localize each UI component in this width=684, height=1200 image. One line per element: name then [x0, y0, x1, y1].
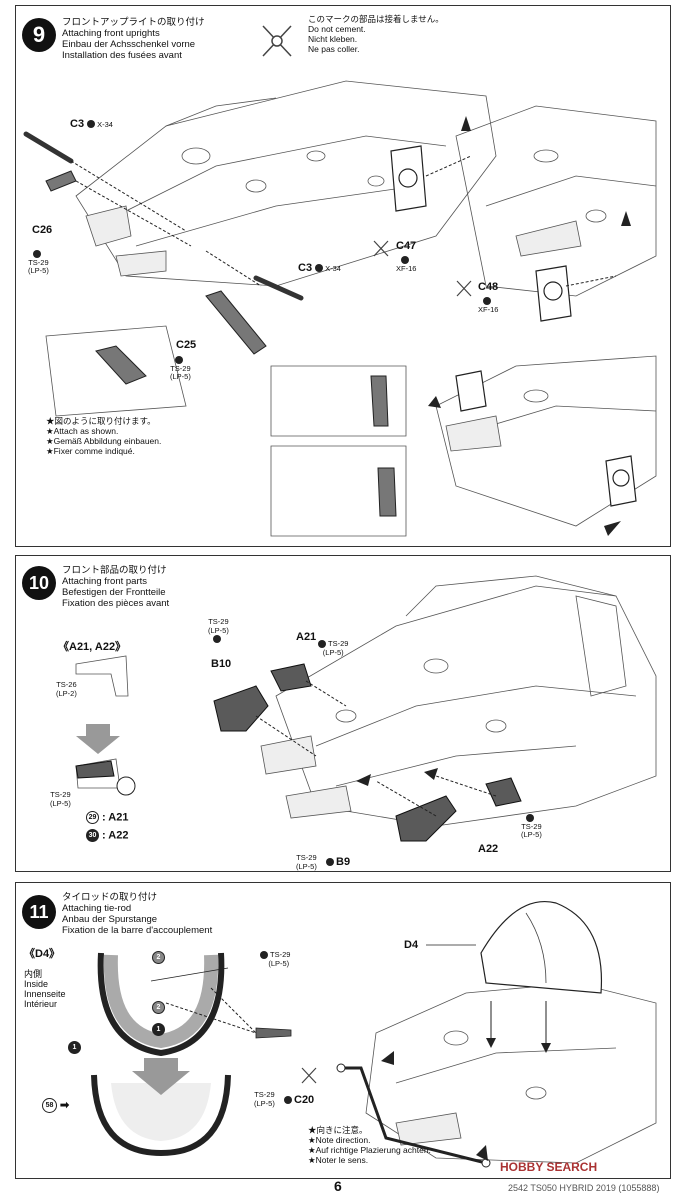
title-de: Einbau der Achsschenkel vorne [62, 39, 196, 50]
paint-c47: XF-16 [396, 256, 416, 273]
step-number: 9 [22, 18, 56, 52]
paint-d4: TS-29 (LP-5) [260, 950, 290, 968]
paint-c48: XF-16 [478, 297, 498, 314]
sub-label: 《A21, A22》 [58, 641, 127, 653]
step-11-panel: 11 タイロッドの取り付け Attaching tie-rod Anbau de… [15, 882, 671, 1179]
part-label-c26: C26 [32, 224, 53, 236]
note-en: ★Attach as shown. [46, 426, 119, 436]
no-cement-en: Do not cement. [308, 24, 366, 34]
paint-a22: TS-29(LP-5) [521, 814, 542, 840]
part-label-b9: B9 [326, 856, 350, 868]
step-title: タイロッドの取り付け Attaching tie-rod Anbau der S… [62, 892, 212, 936]
part-label-d4: D4 [404, 939, 419, 951]
step-10-illustration [75, 575, 657, 842]
title-de: Anbau der Spurstange [62, 914, 158, 925]
step-9-illustration [23, 25, 657, 537]
title-jp: タイロッドの取り付け [62, 892, 158, 903]
step-10-panel: 10 フロント部品の取り付け Attaching front parts Bef… [15, 555, 671, 872]
no-cement-icon [262, 25, 292, 57]
step-11-illustration [91, 901, 657, 1168]
note-jp: ★図のように取り付けます。 [46, 416, 156, 426]
sub-label: 《D4》 [24, 948, 61, 960]
part-label-a22: A22 [478, 843, 499, 855]
watermark: HOBBY SEARCH [500, 1160, 598, 1174]
title-en: Attaching tie-rod [62, 903, 132, 914]
paint-bottom: TS-29(LP-5) [50, 790, 71, 808]
title-jp: フロント部品の取り付け [62, 565, 167, 576]
map-29: 29: A21 [86, 811, 129, 824]
num-2-mid: 2 [152, 1001, 168, 1014]
step-number: 10 [22, 566, 56, 600]
paint-c20: TS-29(LP-5) [254, 1090, 275, 1108]
part-label-b10: B10 [211, 658, 232, 670]
part-label-c47: C47 [396, 240, 417, 252]
note-fr: ★Fixer comme indiqué. [46, 446, 135, 456]
paint-c25: TS-29(LP-5) [170, 356, 191, 382]
paint-top: TS-26(LP-2) [56, 680, 77, 698]
num-58: 58➡ [42, 1098, 69, 1113]
paint-c26: TS-29(LP-5) [28, 250, 49, 276]
step-number: 11 [22, 895, 56, 929]
note-de: ★Gemäß Abbildung einbauen. [46, 436, 162, 446]
inside-label: 内側 Inside Innenseite Intérieur [24, 969, 66, 1009]
no-cement-fr: Ne pas coller. [308, 44, 360, 54]
part-label-c25: C25 [176, 339, 197, 351]
step-9-panel: 9 フロントアップライトの取り付け Attaching front uprigh… [15, 5, 671, 547]
paint-b9: TS-29(LP-5) [296, 853, 317, 871]
page-number: 6 [334, 1178, 342, 1194]
part-label-c20: C20 [284, 1094, 314, 1106]
step-title: フロントアップライトの取り付け Attaching front uprights… [62, 17, 205, 61]
title-fr: Fixation de la barre d'accouplement [62, 925, 213, 936]
map-30: 30: A22 [86, 829, 129, 842]
title-en: Attaching front uprights [62, 28, 160, 39]
paint-a21: TS-29(LP-5) [318, 639, 348, 657]
title-jp: フロントアップライトの取り付け [62, 17, 205, 28]
title-fr: Installation des fusées avant [62, 50, 182, 61]
part-label-c48: C48 [478, 281, 499, 293]
no-cement-jp: このマークの部品は接着しません。 [308, 14, 444, 24]
num-1-center: 1 [152, 1023, 168, 1036]
paint-b10: TS-29(LP-5) [208, 617, 229, 644]
num-1-left: 1 [68, 1041, 84, 1054]
step-title: フロント部品の取り付け Attaching front parts Befest… [62, 565, 169, 609]
direction-note: ★向きに注意。 ★Note direction. ★Auf richtige P… [308, 1125, 431, 1165]
no-cement-legend: このマークの部品は接着しません。 Do not cement. Nicht kl… [308, 14, 444, 54]
part-label-c3b: C3 X-34 [298, 262, 341, 274]
title-de: Befestigen der Frontteile [62, 587, 166, 598]
title-en: Attaching front parts [62, 576, 148, 587]
title-fr: Fixation des pièces avant [62, 598, 170, 609]
no-cement-icon [301, 1067, 317, 1084]
part-label-a21: A21 [296, 631, 317, 643]
attach-note: ★図のように取り付けます。 ★Attach as shown. ★Gemäß A… [46, 416, 161, 456]
part-label-c3a: C3 X-34 [70, 118, 113, 130]
footer-code: 2542 TS050 HYBRID 2019 (1055888) [508, 1183, 660, 1193]
num-2-top: 2 [152, 951, 168, 964]
no-cement-de: Nicht kleben. [308, 34, 358, 44]
